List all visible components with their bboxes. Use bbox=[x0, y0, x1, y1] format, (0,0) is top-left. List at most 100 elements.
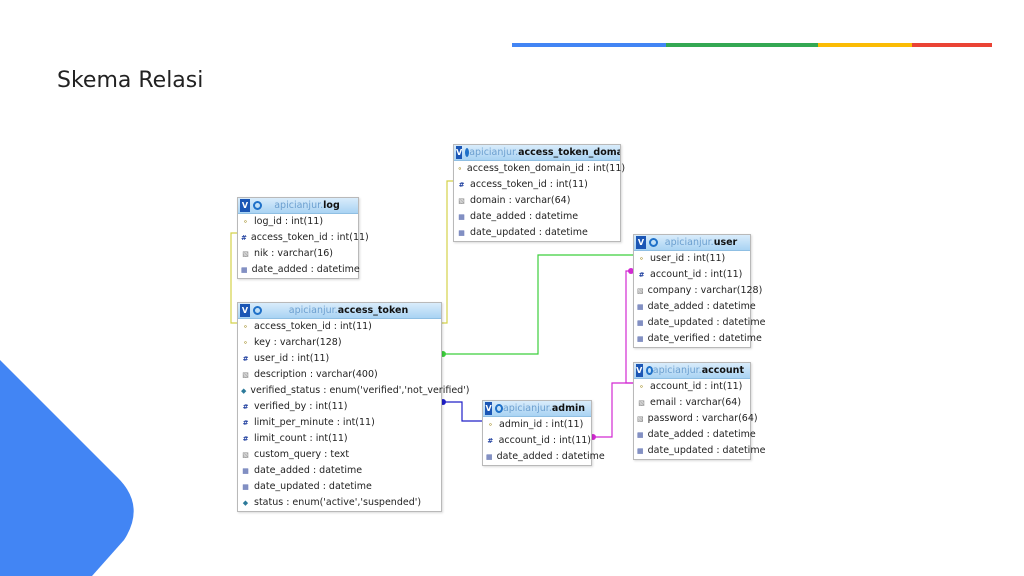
date-icon: ▦ bbox=[637, 335, 644, 343]
column-label: admin_id : int(11) bbox=[499, 419, 584, 430]
column-row[interactable]: ▧nik : varchar(16) bbox=[238, 246, 358, 262]
date-icon: ▦ bbox=[637, 447, 644, 455]
column-label: verified_status : enum('verified','not_v… bbox=[250, 385, 470, 396]
column-row[interactable]: # verified_by : int(11) bbox=[238, 399, 441, 415]
column-label: access_token_id : int(11) bbox=[470, 179, 588, 190]
column-label: date_updated : datetime bbox=[647, 317, 766, 328]
numeric-icon: # bbox=[242, 403, 249, 411]
numeric-icon: # bbox=[241, 234, 247, 242]
numeric-icon: # bbox=[242, 355, 249, 363]
relation-admin-account bbox=[590, 382, 634, 438]
slide-title: Skema Relasi bbox=[57, 68, 204, 93]
gear-icon[interactable] bbox=[465, 148, 470, 157]
chevron-down-icon[interactable]: V bbox=[636, 364, 643, 377]
column-label: email : varchar(64) bbox=[650, 397, 742, 408]
chevron-down-icon[interactable]: V bbox=[456, 146, 463, 159]
column-row[interactable]: #access_token_id : int(11) bbox=[454, 177, 620, 193]
table-name: log bbox=[323, 200, 340, 211]
chevron-down-icon[interactable]: V bbox=[240, 199, 250, 212]
table-access-token-domain[interactable]: V apicianjur.access_token_domain ⚬access… bbox=[453, 144, 625, 242]
column-row[interactable]: ▧company : varchar(128) bbox=[634, 283, 762, 299]
gear-icon[interactable] bbox=[495, 404, 503, 413]
column-row[interactable]: ⚬key : varchar(128) bbox=[238, 335, 441, 351]
gear-icon[interactable] bbox=[253, 201, 262, 210]
table-account[interactable]: V apicianjur.account ⚬account_id : int(1… bbox=[633, 362, 765, 460]
column-label: description : varchar(400) bbox=[254, 369, 378, 380]
table-user[interactable]: V apicianjur.user ⚬user_id : int(11) #ac… bbox=[633, 234, 765, 348]
column-row[interactable]: ⚬log_id : int(11) bbox=[238, 214, 358, 230]
column-label: log_id : int(11) bbox=[254, 216, 324, 227]
database-name: apicianjur. bbox=[469, 147, 519, 158]
column-row[interactable]: ⚬access_token_id : int(11) bbox=[238, 319, 441, 335]
table-header[interactable]: V apicianjur.log bbox=[238, 198, 358, 214]
column-row[interactable]: ▦date_added : datetime bbox=[634, 427, 756, 443]
accent-bar-red bbox=[912, 43, 992, 47]
column-row[interactable]: ▦date_added : datetime bbox=[483, 449, 605, 465]
table-log[interactable]: V apicianjur.log ⚬log_id : int(11) #acce… bbox=[237, 197, 369, 279]
date-icon: ▦ bbox=[486, 453, 493, 461]
column-row[interactable]: #user_id : int(11) bbox=[238, 351, 441, 367]
table-header[interactable]: V apicianjur.access_token bbox=[238, 303, 441, 319]
text-icon: ▧ bbox=[638, 399, 645, 407]
column-label: date_added : datetime bbox=[647, 301, 756, 312]
column-row[interactable]: ◆verified_status : enum('verified','not_… bbox=[238, 383, 470, 399]
relation-access-token-user bbox=[440, 254, 634, 355]
column-row[interactable]: #account_id : int(11) bbox=[634, 267, 750, 283]
table-header[interactable]: V apicianjur.account bbox=[634, 363, 750, 379]
table-access-token[interactable]: V apicianjur.access_token ⚬access_token_… bbox=[237, 302, 470, 512]
column-row[interactable]: #limit_count : int(11) bbox=[238, 431, 441, 447]
column-row[interactable]: #limit_per_minute : int(11) bbox=[238, 415, 441, 431]
column-row[interactable]: ▦date_updated : datetime bbox=[454, 225, 620, 241]
column-row[interactable]: ▧ email : varchar(64) bbox=[634, 395, 750, 411]
text-icon: ▧ bbox=[637, 415, 644, 423]
column-label: limit_count : int(11) bbox=[254, 433, 348, 444]
column-label: date_added : datetime bbox=[470, 211, 579, 222]
column-row[interactable]: ▦date_added : datetime bbox=[238, 262, 360, 278]
table-header[interactable]: V apicianjur.access_token_domain bbox=[454, 145, 620, 161]
column-row[interactable]: ▧password : varchar(64) bbox=[634, 411, 758, 427]
column-row[interactable]: ▦date_added : datetime bbox=[238, 463, 441, 479]
date-icon: ▦ bbox=[242, 467, 249, 475]
column-label: date_updated : datetime bbox=[254, 481, 372, 492]
column-row[interactable]: ◆status : enum('active','suspended') bbox=[238, 495, 441, 511]
chevron-down-icon[interactable]: V bbox=[240, 304, 250, 317]
column-row[interactable]: ▦date_verified : datetime bbox=[634, 331, 762, 347]
column-row[interactable]: #account_id : int(11) bbox=[483, 433, 591, 449]
column-row[interactable]: ⚬user_id : int(11) bbox=[634, 251, 750, 267]
column-label: custom_query : text bbox=[254, 449, 350, 460]
enum-icon: ◆ bbox=[241, 387, 247, 395]
table-header[interactable]: V apicianjur.user bbox=[634, 235, 750, 251]
numeric-icon: # bbox=[638, 271, 645, 279]
column-label: verified_by : int(11) bbox=[254, 401, 348, 412]
table-admin[interactable]: V apicianjur.admin ⚬ admin_id : int(11) #… bbox=[482, 400, 605, 466]
chevron-down-icon[interactable]: V bbox=[485, 402, 493, 415]
key-icon: ⚬ bbox=[487, 421, 494, 429]
column-label: company : varchar(128) bbox=[647, 285, 763, 296]
column-row[interactable]: ⚬account_id : int(11) bbox=[634, 379, 750, 395]
key-icon: ⚬ bbox=[242, 339, 249, 347]
text-icon: ▧ bbox=[242, 371, 249, 379]
table-header[interactable]: V apicianjur.admin bbox=[483, 401, 591, 417]
column-row[interactable]: ⚬ admin_id : int(11) bbox=[483, 417, 591, 433]
numeric-icon: # bbox=[487, 437, 494, 445]
column-label: access_token_id : int(11) bbox=[254, 321, 372, 332]
column-row[interactable]: ▦date_updated : datetime bbox=[634, 315, 765, 331]
column-row[interactable]: ▧ custom_query : text bbox=[238, 447, 441, 463]
text-icon: ▧ bbox=[242, 451, 249, 459]
database-name: apicianjur. bbox=[652, 365, 702, 376]
chevron-down-icon[interactable]: V bbox=[636, 236, 646, 249]
gear-icon[interactable] bbox=[645, 366, 653, 375]
column-row[interactable]: ▧ description : varchar(400) bbox=[238, 367, 441, 383]
gear-icon[interactable] bbox=[253, 306, 262, 315]
table-name: admin bbox=[551, 403, 585, 414]
column-row[interactable]: ▦date_updated : datetime bbox=[238, 479, 441, 495]
column-row[interactable]: ▦date_added : datetime bbox=[454, 209, 620, 225]
column-row[interactable]: #access_token_id : int(11) bbox=[238, 230, 369, 246]
gear-icon[interactable] bbox=[649, 238, 658, 247]
accent-bar-blue bbox=[512, 43, 666, 47]
column-row[interactable]: ▧domain : varchar(64) bbox=[454, 193, 620, 209]
relation-domain-access-token bbox=[440, 180, 454, 324]
column-row[interactable]: ▦date_updated : datetime bbox=[634, 443, 765, 459]
column-row[interactable]: ⚬access_token_domain_id : int(11) bbox=[454, 161, 625, 177]
column-row[interactable]: ▦date_added : datetime bbox=[634, 299, 756, 315]
